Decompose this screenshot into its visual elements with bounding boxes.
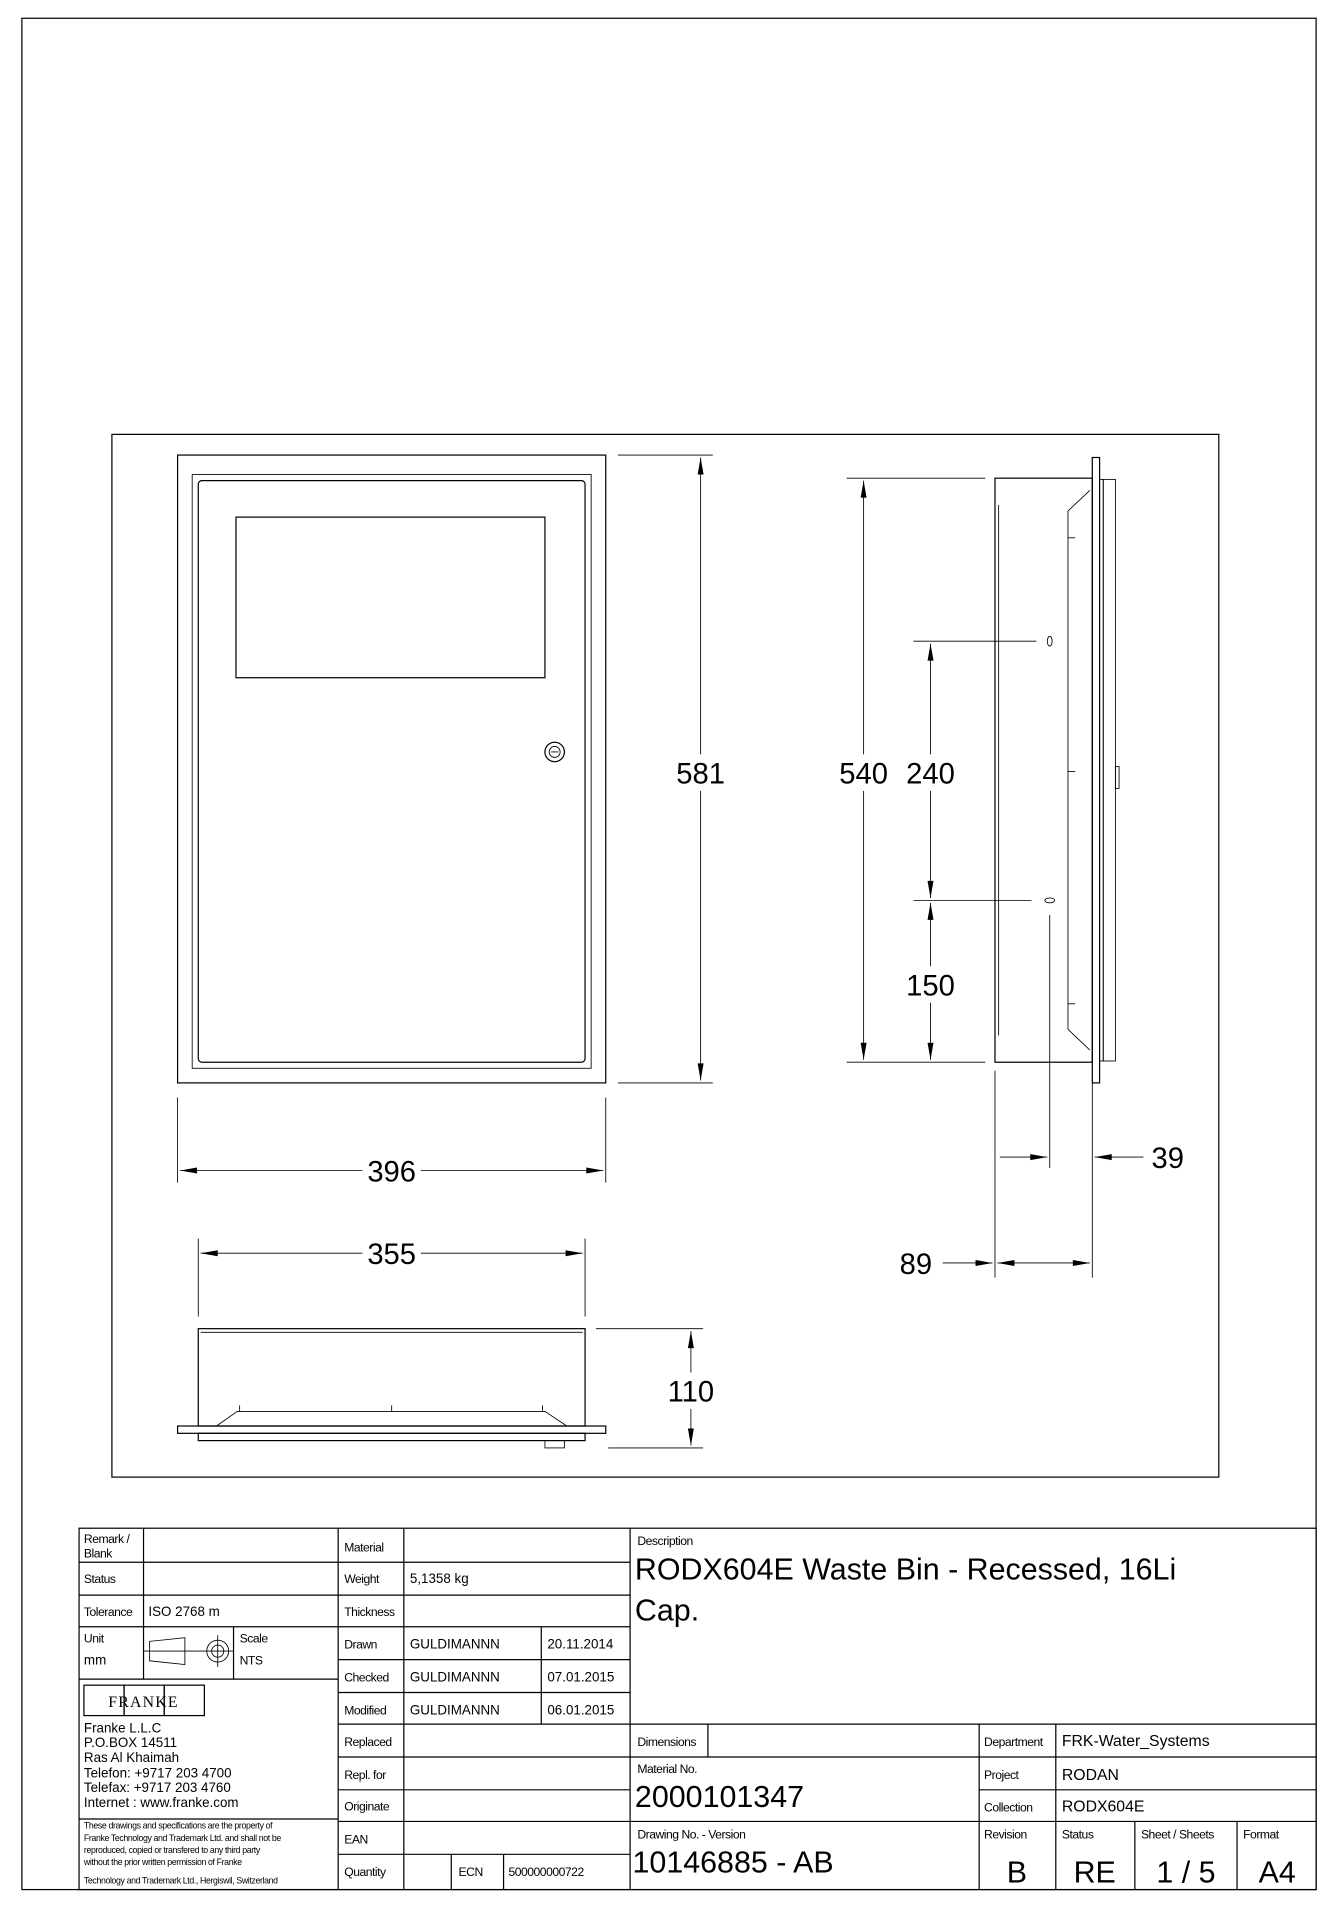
checked-date: 07.01.2015 bbox=[547, 1670, 614, 1685]
svg-text:581: 581 bbox=[676, 759, 725, 791]
quantity-label: Quantity bbox=[344, 1865, 387, 1879]
dimension-150: 150 bbox=[906, 902, 955, 1060]
weight-value: 5,1358 kg bbox=[410, 1571, 469, 1586]
department-label: Department bbox=[984, 1735, 1044, 1749]
unit-label: Unit bbox=[84, 1632, 105, 1646]
company-line: Ras Al Khaimah bbox=[84, 1750, 179, 1765]
franke-logo: FRANKE bbox=[83, 1684, 205, 1717]
front-view bbox=[176, 454, 607, 1084]
drawing-no-label: Drawing No. - Version bbox=[637, 1827, 745, 1841]
dimension-396: 396 bbox=[177, 1097, 607, 1188]
disclaimer-line: reproduced, copied or transfered to any … bbox=[84, 1845, 261, 1855]
modified-date: 06.01.2015 bbox=[547, 1702, 614, 1717]
ean-label: EAN bbox=[344, 1832, 368, 1846]
company-line: Telefon: +9717 203 4700 bbox=[84, 1766, 232, 1781]
tolerance-label: Tolerance bbox=[84, 1605, 133, 1619]
format-value: A4 bbox=[1259, 1855, 1296, 1889]
front-window bbox=[235, 516, 546, 679]
company-line: P.O.BOX 14511 bbox=[84, 1735, 177, 1750]
originate-label: Originate bbox=[344, 1799, 390, 1813]
disclaimer-line: These drawings and specifications are th… bbox=[84, 1821, 273, 1831]
dimension-540: 540 bbox=[839, 477, 986, 1063]
sheet-label: Sheet / Sheets bbox=[1141, 1827, 1214, 1841]
ecn-label: ECN bbox=[459, 1865, 483, 1879]
sheet-value: 1 / 5 bbox=[1156, 1855, 1215, 1889]
svg-text:396: 396 bbox=[367, 1156, 416, 1188]
svg-text:89: 89 bbox=[900, 1249, 932, 1281]
thickness-label: Thickness bbox=[344, 1605, 395, 1619]
checked-by: GULDIMANNN bbox=[410, 1670, 500, 1685]
lock-icon bbox=[544, 741, 566, 763]
repl-for-label: Repl. for bbox=[344, 1768, 386, 1782]
status-2-label: Status bbox=[1062, 1827, 1094, 1841]
mounting-hole bbox=[1046, 635, 1053, 647]
status-label: Status bbox=[84, 1572, 116, 1586]
dimension-110: 110 bbox=[596, 1328, 715, 1449]
svg-text:355: 355 bbox=[367, 1239, 416, 1271]
dimension-240: 240 bbox=[906, 640, 1037, 901]
replaced-label: Replaced bbox=[344, 1735, 391, 1749]
scale-label: Scale bbox=[240, 1632, 269, 1646]
collection-value: RODX604E bbox=[1062, 1799, 1145, 1816]
dimension-39: 39 bbox=[994, 914, 1184, 1278]
disclaimer-line: without the prior written permission of … bbox=[83, 1857, 242, 1867]
material-no-value: 2000101347 bbox=[635, 1780, 804, 1814]
description-line-1: RODX604E Waste Bin - Recessed, 16Li bbox=[635, 1552, 1176, 1586]
collection-label: Collection bbox=[984, 1801, 1033, 1815]
tolerance-value: ISO 2768 m bbox=[148, 1604, 219, 1619]
dimension-355: 355 bbox=[197, 1238, 586, 1317]
revision-value: B bbox=[1007, 1855, 1027, 1889]
remark-label: Remark / bbox=[84, 1532, 131, 1546]
dimension-581: 581 bbox=[617, 454, 725, 1084]
material-no-label: Material No. bbox=[637, 1762, 697, 1776]
modified-label: Modified bbox=[344, 1703, 386, 1717]
svg-text:39: 39 bbox=[1151, 1143, 1183, 1175]
bottom-view bbox=[176, 1328, 607, 1449]
material-label: Material bbox=[344, 1540, 383, 1554]
mounting-hole bbox=[1044, 897, 1056, 904]
checked-label: Checked bbox=[344, 1671, 389, 1685]
scale-value: NTS bbox=[240, 1653, 263, 1667]
company-line: Internet : www.franke.com bbox=[84, 1795, 239, 1810]
projection-symbol-icon bbox=[143, 1635, 234, 1667]
ecn-value: 500000000722 bbox=[508, 1865, 584, 1879]
project-value: RODAN bbox=[1062, 1767, 1119, 1784]
title-block: Remark / Blank Status Tolerance ISO 2768… bbox=[78, 1527, 1317, 1891]
dimension-89: 89 bbox=[900, 1249, 1090, 1281]
disclaimer-line: Technology and Trademark Ltd., Hergiswil… bbox=[84, 1875, 278, 1885]
drawn-date: 20.11.2014 bbox=[547, 1637, 613, 1652]
drawing-no-value: 10146885 - AB bbox=[633, 1846, 834, 1880]
remark-label-2: Blank bbox=[84, 1546, 113, 1560]
description-line-2: Cap. bbox=[635, 1594, 699, 1628]
svg-text:540: 540 bbox=[839, 759, 888, 791]
dimensions-label: Dimensions bbox=[637, 1735, 696, 1749]
svg-text:150: 150 bbox=[906, 970, 955, 1002]
drawn-label: Drawn bbox=[344, 1638, 377, 1652]
drawn-by: GULDIMANNN bbox=[410, 1637, 500, 1652]
project-label: Project bbox=[984, 1768, 1020, 1782]
svg-text:240: 240 bbox=[906, 759, 955, 791]
department-value: FRK-Water_Systems bbox=[1062, 1733, 1210, 1750]
svg-text:110: 110 bbox=[668, 1377, 715, 1409]
unit-value: mm bbox=[84, 1652, 106, 1667]
company-line: Franke L.L.C bbox=[84, 1721, 162, 1736]
description-label: Description bbox=[637, 1534, 692, 1548]
revision-label: Revision bbox=[984, 1827, 1027, 1841]
drawing-frame bbox=[111, 433, 1220, 1478]
svg-text:FRANKE: FRANKE bbox=[108, 1694, 178, 1711]
modified-by: GULDIMANNN bbox=[410, 1702, 500, 1717]
company-line: Telefax: +9717 203 4760 bbox=[84, 1780, 231, 1795]
disclaimer-line: Franke Technology and Trademark Ltd. and… bbox=[84, 1833, 281, 1843]
side-view bbox=[994, 456, 1120, 1084]
weight-label: Weight bbox=[344, 1572, 380, 1586]
status-2-value: RE bbox=[1074, 1855, 1116, 1889]
format-label: Format bbox=[1243, 1827, 1280, 1841]
